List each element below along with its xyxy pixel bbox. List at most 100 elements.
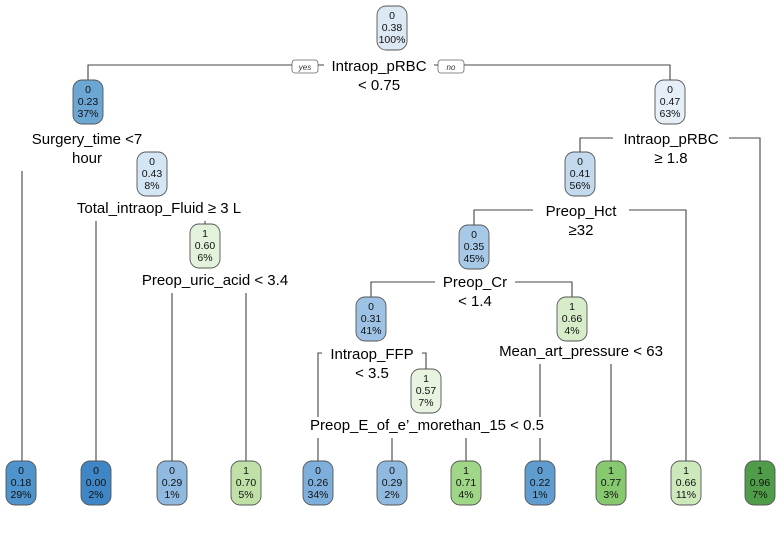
node-l7-probability: 0.71 xyxy=(456,477,477,489)
split-s3-line-2: ≥ 1.8 xyxy=(654,150,687,167)
node-n4-box xyxy=(136,151,168,197)
node-l4-probability: 0.70 xyxy=(236,477,257,489)
split-s7-backdrop xyxy=(435,274,515,314)
node-l9-class: 1 xyxy=(608,465,614,477)
node-l2-class: 0 xyxy=(93,465,99,477)
split-s3-line-1: Intraop_pRBC xyxy=(623,131,718,148)
node-n4-probability: 0.43 xyxy=(142,168,163,180)
node-n3-percent: 63% xyxy=(659,108,680,120)
node-l3-percent: 1% xyxy=(164,489,179,501)
edge-n3-to-n6 xyxy=(579,137,613,152)
node-n8-class: 0 xyxy=(368,301,374,313)
split-s7-line-2: < 1.4 xyxy=(458,293,492,310)
split-s1-line-1: Intraop_pRBC xyxy=(331,58,426,75)
node-l3: 00.291% xyxy=(156,460,188,506)
node-n4-class: 0 xyxy=(149,156,155,168)
branch-no-box xyxy=(437,59,465,74)
node-n5-class: 1 xyxy=(202,228,208,240)
node-l1-percent: 29% xyxy=(10,489,31,501)
node-l5-class: 0 xyxy=(315,465,321,477)
node-n5-probability: 0.60 xyxy=(195,240,216,252)
tree-nodes: 00.38100%00.2337%00.4763%00.438%10.606%0… xyxy=(5,5,776,506)
split-s2-backdrop xyxy=(21,131,153,171)
node-l6-probability: 0.29 xyxy=(382,477,403,489)
node-l8-percent: 1% xyxy=(532,489,547,501)
node-n7-probability: 0.35 xyxy=(464,241,485,253)
node-l1-class: 0 xyxy=(18,465,24,477)
node-n1-box xyxy=(376,5,408,51)
node-n2-probability: 0.23 xyxy=(78,96,99,108)
edge-n1-to-n2 xyxy=(87,64,324,80)
node-l11: 10.967% xyxy=(744,460,776,506)
node-n6-probability: 0.41 xyxy=(570,168,591,180)
edge-n6-to-l10 xyxy=(629,209,687,461)
node-l3-probability: 0.29 xyxy=(162,477,183,489)
split-s3-backdrop xyxy=(613,131,729,171)
node-l10-class: 1 xyxy=(683,465,689,477)
node-n4-percent: 8% xyxy=(144,180,159,192)
edge-n7-to-n9 xyxy=(515,281,573,297)
split-s8-backdrop xyxy=(322,346,422,386)
edge-n5-to-l3 xyxy=(131,279,173,461)
node-l8: 00.221% xyxy=(524,460,556,506)
node-l9: 10.773% xyxy=(595,460,627,506)
edge-n9-to-l9 xyxy=(610,350,676,461)
branch-no-label: no xyxy=(447,63,456,72)
edge-n9-to-l8 xyxy=(486,350,541,461)
split-s5-backdrop xyxy=(131,272,299,293)
node-n8-percent: 41% xyxy=(360,325,381,337)
node-n1-probability: 0.38 xyxy=(382,22,403,34)
node-l8-box xyxy=(524,460,556,506)
tree-edges xyxy=(21,64,761,461)
node-n9: 10.664% xyxy=(556,296,588,342)
node-l4-box xyxy=(230,460,262,506)
node-n5-percent: 6% xyxy=(197,252,212,264)
node-l6-box xyxy=(376,460,408,506)
node-n5-box xyxy=(189,223,221,269)
node-l5-percent: 34% xyxy=(307,489,328,501)
node-n1-class: 0 xyxy=(389,10,395,22)
node-l5-box xyxy=(302,460,334,506)
edge-n5-to-l4 xyxy=(245,279,299,461)
edge-n3-to-l11 xyxy=(729,137,761,461)
node-l5-probability: 0.26 xyxy=(308,477,329,489)
node-n5: 10.606% xyxy=(189,223,221,269)
node-l11-probability: 0.96 xyxy=(750,477,771,489)
edge-n8-to-n10 xyxy=(422,352,427,369)
node-l9-percent: 3% xyxy=(603,489,618,501)
node-l11-box xyxy=(744,460,776,506)
node-n7-class: 0 xyxy=(471,229,477,241)
edge-n6-to-n7 xyxy=(473,209,533,225)
node-n9-class: 1 xyxy=(569,301,575,313)
node-l7-class: 1 xyxy=(463,465,469,477)
split-s6-line-2: ≥32 xyxy=(569,222,594,239)
node-n6-box xyxy=(564,151,596,197)
split-s9-backdrop xyxy=(486,343,676,364)
branch-yes-box xyxy=(291,59,319,74)
node-n1-percent: 100% xyxy=(379,34,406,46)
edge-n2-to-l1 xyxy=(21,137,23,461)
edge-n4-to-l2 xyxy=(61,207,97,461)
node-n10-box xyxy=(410,368,442,414)
node-l4-class: 1 xyxy=(243,465,249,477)
split-s4-line-1: Total_intraop_Fluid ≥ 3 L xyxy=(77,200,241,217)
node-n6-class: 0 xyxy=(577,156,583,168)
node-l8-class: 0 xyxy=(537,465,543,477)
node-n10-class: 1 xyxy=(423,373,429,385)
node-n9-probability: 0.66 xyxy=(562,313,583,325)
split-s10-backdrop xyxy=(295,417,559,438)
node-n10: 10.577% xyxy=(410,368,442,414)
node-l10-percent: 11% xyxy=(676,489,696,501)
node-n3-probability: 0.47 xyxy=(660,96,681,108)
node-l6-class: 0 xyxy=(389,465,395,477)
node-l11-class: 1 xyxy=(757,465,763,477)
node-l11-percent: 7% xyxy=(752,489,767,501)
